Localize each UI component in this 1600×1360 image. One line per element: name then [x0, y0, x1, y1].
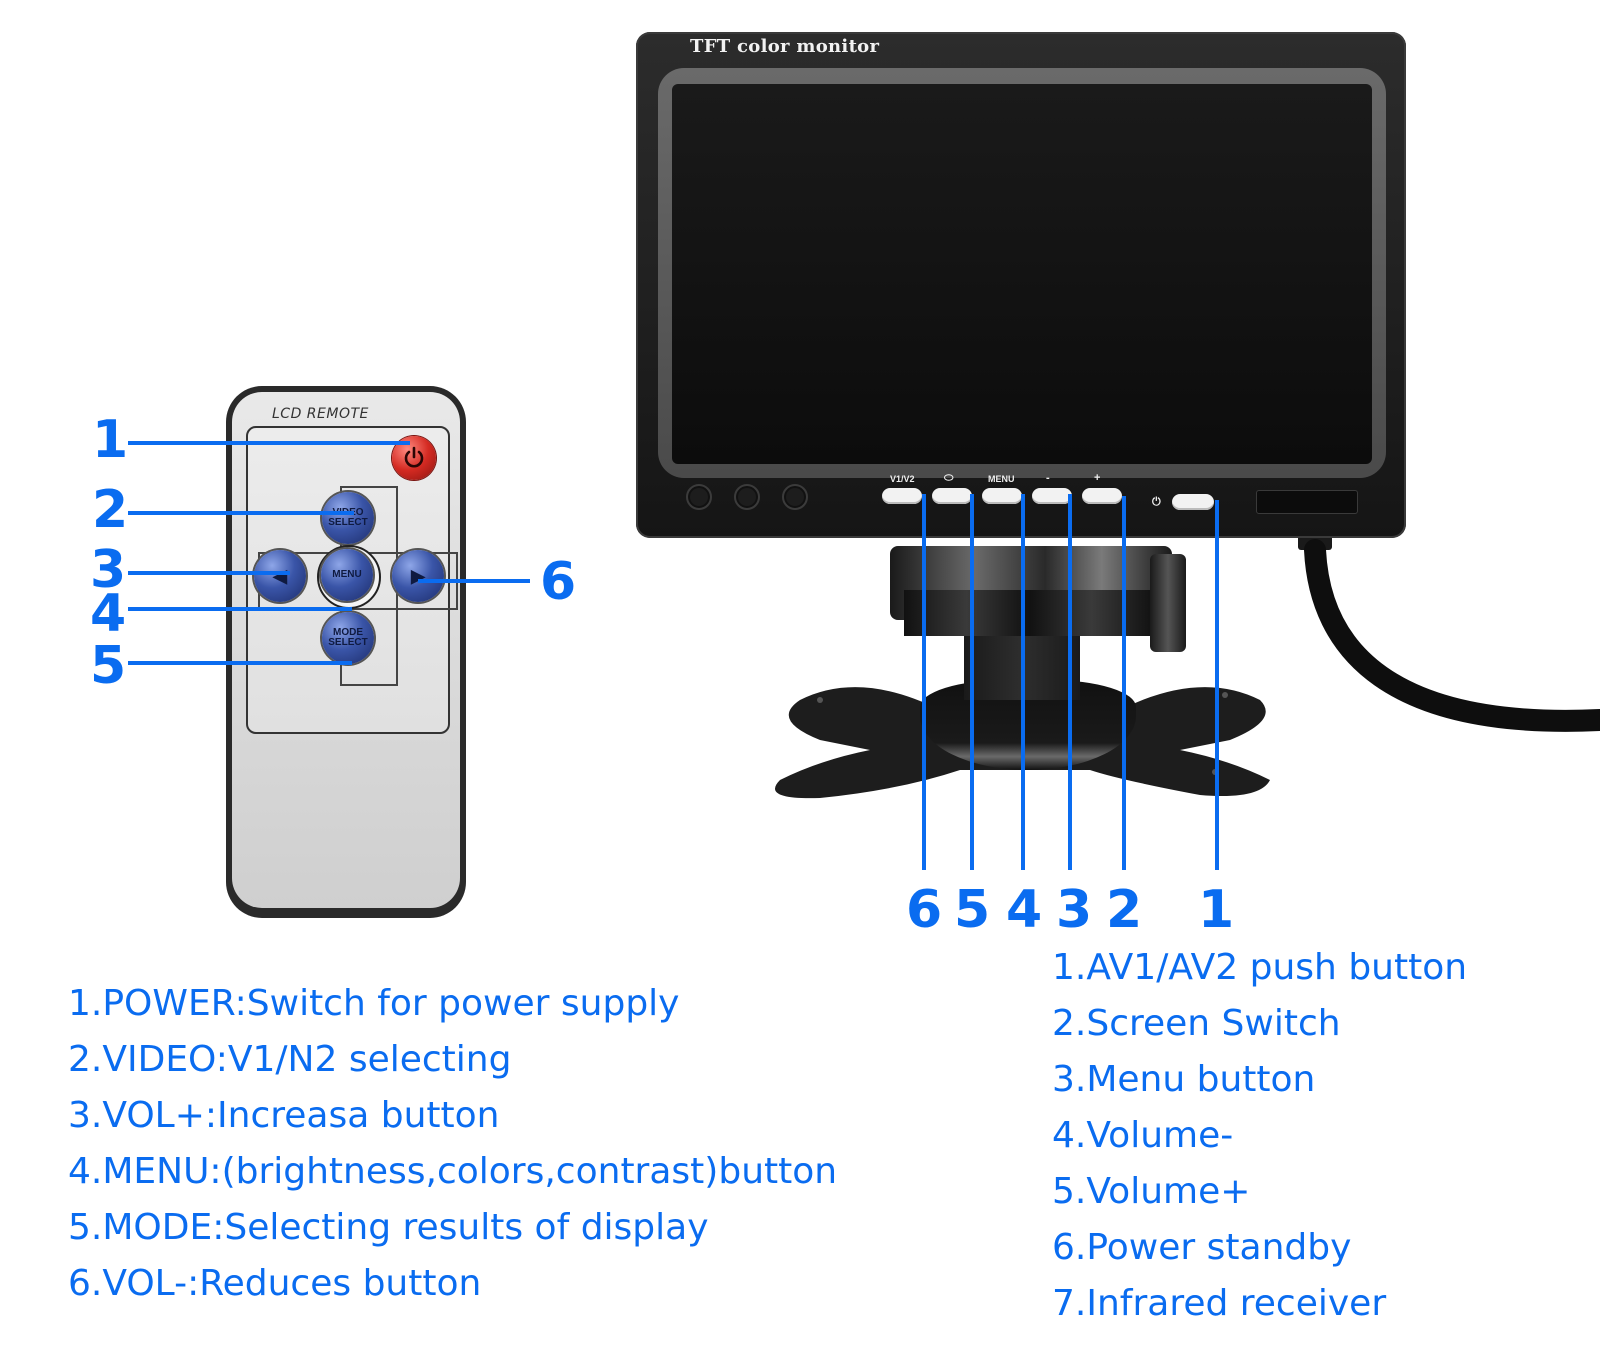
remote-right-button[interactable]: ▶ [392, 550, 444, 602]
stand-ring [904, 590, 1154, 636]
monitor-callout-3: 3 [1056, 880, 1093, 940]
monitor-description-3: 3.Menu button [1052, 1059, 1316, 1100]
remote-control: LCD REMOTE VIDEO SELECT MENU ◀ ▶ MODE SE… [226, 386, 466, 918]
tft-monitor: TFT color monitor V1/V2 ⬭ MENU - + ⏻ [636, 32, 1406, 538]
remote-callout-line-3 [128, 571, 290, 575]
remote-face: LCD REMOTE VIDEO SELECT MENU ◀ ▶ MODE SE… [232, 392, 460, 908]
monitor-label-v1v2: V1/V2 [890, 474, 915, 484]
monitor-callout-2: 2 [1106, 880, 1143, 940]
remote-callout-2: 2 [92, 480, 129, 540]
remote-title: LCD REMOTE [272, 406, 369, 422]
remote-description-1: 1.POWER:Switch for power supply [68, 983, 680, 1024]
monitor-label-screen: ⬭ [944, 472, 954, 484]
remote-left-button[interactable]: ◀ [254, 550, 306, 602]
remote-callout-6: 6 [540, 552, 577, 612]
remote-description-3: 3.VOL+:Increasa button [68, 1095, 500, 1136]
remote-description-5: 5.MODE:Selecting results of display [68, 1207, 709, 1248]
monitor-description-7: 7.Infrared receiver [1052, 1283, 1387, 1324]
monitor-volume-up-button[interactable] [1082, 488, 1122, 504]
monitor-callout-5: 5 [954, 880, 991, 940]
infrared-receiver [1256, 490, 1358, 514]
remote-callout-3: 3 [90, 540, 127, 600]
monitor-callout-4: 4 [1006, 880, 1043, 940]
monitor-av-button[interactable] [882, 488, 922, 504]
remote-callout-line-1 [128, 441, 410, 445]
tilt-knob[interactable] [1150, 554, 1186, 652]
remote-callout-4: 4 [90, 584, 127, 644]
monitor-description-2: 2.Screen Switch [1052, 1003, 1341, 1044]
monitor-description-6: 6.Power standby [1052, 1227, 1352, 1268]
power-icon [404, 446, 424, 468]
remote-callout-line-5 [128, 661, 352, 665]
monitor-title: TFT color monitor [690, 36, 880, 57]
remote-callout-line-4 [128, 607, 352, 611]
monitor-description-4: 4.Volume- [1052, 1115, 1234, 1156]
monitor-callout-6: 6 [906, 880, 943, 940]
monitor-callout-line-2 [1122, 496, 1126, 870]
monitor-label-plus: + [1094, 472, 1101, 484]
remote-description-2: 2.VIDEO:V1/N2 selecting [68, 1039, 512, 1080]
monitor-description-5: 5.Volume+ [1052, 1171, 1251, 1212]
remote-description-6: 6.VOL-:Reduces button [68, 1263, 482, 1304]
monitor-callout-line-6 [922, 494, 926, 870]
remote-callout-5: 5 [90, 636, 127, 696]
monitor-decor-knob-1 [686, 484, 712, 510]
remote-callout-line-6 [418, 579, 530, 583]
monitor-menu-button[interactable] [982, 488, 1022, 504]
remote-video-select-button[interactable]: VIDEO SELECT [322, 492, 374, 544]
monitor-power-button[interactable] [1172, 494, 1214, 510]
remote-menu-button[interactable]: MENU [321, 549, 373, 601]
monitor-screen-switch-button[interactable] [932, 488, 972, 504]
monitor-label-menu: MENU [988, 474, 1015, 484]
monitor-description-1: 1.AV1/AV2 push button [1052, 947, 1468, 988]
remote-power-button[interactable] [392, 436, 436, 480]
power-cable [1298, 530, 1600, 732]
monitor-callout-line-5 [970, 494, 974, 870]
monitor-callout-line-1 [1215, 500, 1219, 870]
monitor-decor-knob-2 [734, 484, 760, 510]
monitor-callout-line-4 [1021, 494, 1025, 870]
standby-icon: ⏻ [1152, 496, 1161, 508]
monitor-bezel [658, 68, 1386, 478]
remote-description-4: 4.MENU:(brightness,colors,contrast)butto… [68, 1151, 838, 1192]
monitor-label-minus: - [1046, 472, 1050, 484]
monitor-screen [672, 84, 1372, 464]
remote-callout-1: 1 [92, 410, 129, 470]
remote-mode-select-button[interactable]: MODE SELECT [322, 612, 374, 664]
remote-callout-line-2 [128, 511, 354, 515]
monitor-callout-1: 1 [1198, 880, 1235, 940]
monitor-volume-down-button[interactable] [1032, 488, 1072, 504]
monitor-decor-knob-3 [782, 484, 808, 510]
monitor-callout-line-3 [1068, 494, 1072, 870]
